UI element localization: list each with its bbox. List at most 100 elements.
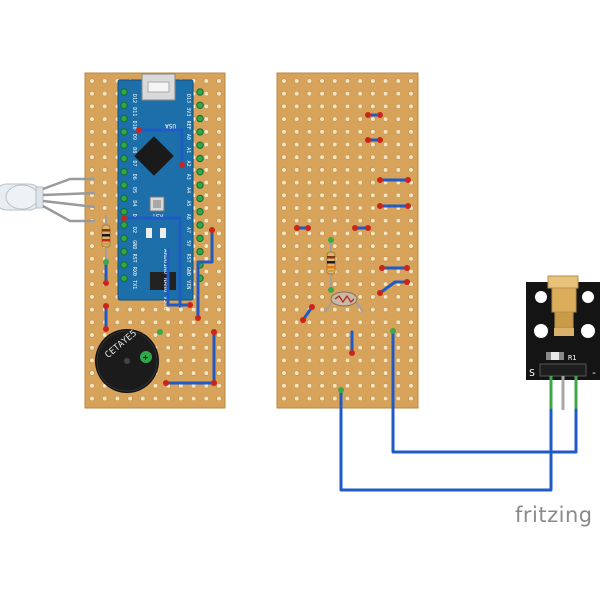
stripboard-hole [152,332,159,338]
stripboard-hole [281,383,287,389]
stripboard-hole [216,141,222,148]
stripboard-hole [395,345,401,351]
nano-header-pin [196,234,204,243]
stripboard-hole [357,345,363,351]
stripboard-hole [89,78,95,84]
stripboard-hole [89,370,95,376]
fritzing-logo-text: fritzing [515,503,593,527]
nano-pin-label: D6 [131,174,137,180]
nano-header-pin [196,247,204,256]
stripboard-hole [383,319,389,325]
stripboard-hole [383,218,389,224]
stripboard-hole [383,116,389,122]
nano-pin-label: VIN [185,280,191,289]
stripboard-hole [344,78,351,84]
nano-pin-label: RST [185,254,191,263]
stripboard-hole [203,91,209,97]
stripboard-hole [344,141,351,148]
stripboard-hole [203,268,209,275]
stripboard-hole [395,91,401,97]
stripboard-hole [281,91,287,97]
stripboard-hole [370,141,376,148]
stripboard-hole [102,78,108,84]
stripboard-hole [332,319,338,325]
stripboard-hole [408,141,414,148]
stripboard-hole [178,332,184,338]
stripboard-hole [216,307,222,313]
stripboard-hole [357,281,363,287]
stripboard-hole [357,129,363,135]
stripboard-hole [294,319,300,325]
stripboard-hole [114,307,120,313]
stripboard-hole [281,180,287,186]
stripboard-hole [294,103,300,109]
photoresistor [324,291,364,313]
stripboard-hole [395,357,401,363]
stripboard-hole [102,167,108,173]
stripboard-hole [408,91,414,97]
stripboard-hole [281,129,287,135]
stripboard-hole [216,154,222,160]
nano-header-pin [196,168,204,176]
stripboard-hole [89,395,95,402]
wire-endpoints [103,237,396,393]
stripboard-hole [89,256,95,262]
stripboard-hole [383,281,389,287]
stripboard-hole [357,205,363,211]
stripboard-hole [383,243,389,249]
nano-header-pin [196,194,204,203]
stripboard-hole [370,78,376,84]
stripboard-hole [344,332,351,338]
nano-header-pin [196,154,204,163]
stripboard-hole [357,383,363,389]
stripboard-hole [216,268,222,275]
stripboard-hole [216,395,222,402]
stripboard-hole [319,345,325,351]
stripboard-hole [294,256,300,262]
stripboard-hole [306,154,312,160]
stripboard-hole [332,167,338,173]
stripboard-hole [203,116,209,122]
stripboard-hole [102,332,108,338]
stripboard-hole [332,370,338,376]
stripboard-hole [281,243,287,249]
stripboard-hole [294,332,300,338]
stripboard-hole [191,319,197,325]
stripboard-hole [294,205,300,211]
nano-pin-label: D7 [131,161,137,167]
stripboard-hole [294,141,300,148]
stripboard-hole [203,78,209,84]
stripboard-hole [370,370,376,376]
stripboard-hole [408,129,414,135]
stripboard-hole [89,294,95,300]
stripboard-hole [357,154,363,160]
stripboard-hole [332,78,338,84]
stripboard-hole [89,167,95,173]
stripboard-hole [89,116,95,122]
stripboard-hole [281,116,287,122]
stripboard-hole [306,116,312,122]
stripboard-hole [395,243,401,249]
stripboard-hole [306,281,312,287]
stripboard-hole [281,294,287,300]
strip-cut-marks [103,112,411,386]
stripboard-hole [89,319,95,325]
stripboard-hole [89,103,95,109]
stripboard-hole [332,129,338,135]
stripboard-hole [203,319,209,325]
stripboard-hole [294,180,300,186]
nano-pin-label: A0 [185,134,191,140]
stripboard-hole [89,281,95,287]
stripboard-hole [357,256,363,262]
stripboard-hole [383,141,389,148]
stripboard-hole [319,357,325,363]
stripboard-hole [319,180,325,186]
stripboard-hole [332,180,338,186]
nano-header-pin [196,208,204,216]
stripboard-hole [216,167,222,173]
stripboard-hole [383,332,389,338]
stripboard-hole [203,141,209,148]
stripboard-hole [294,307,300,313]
stripboard-hole [319,370,325,376]
